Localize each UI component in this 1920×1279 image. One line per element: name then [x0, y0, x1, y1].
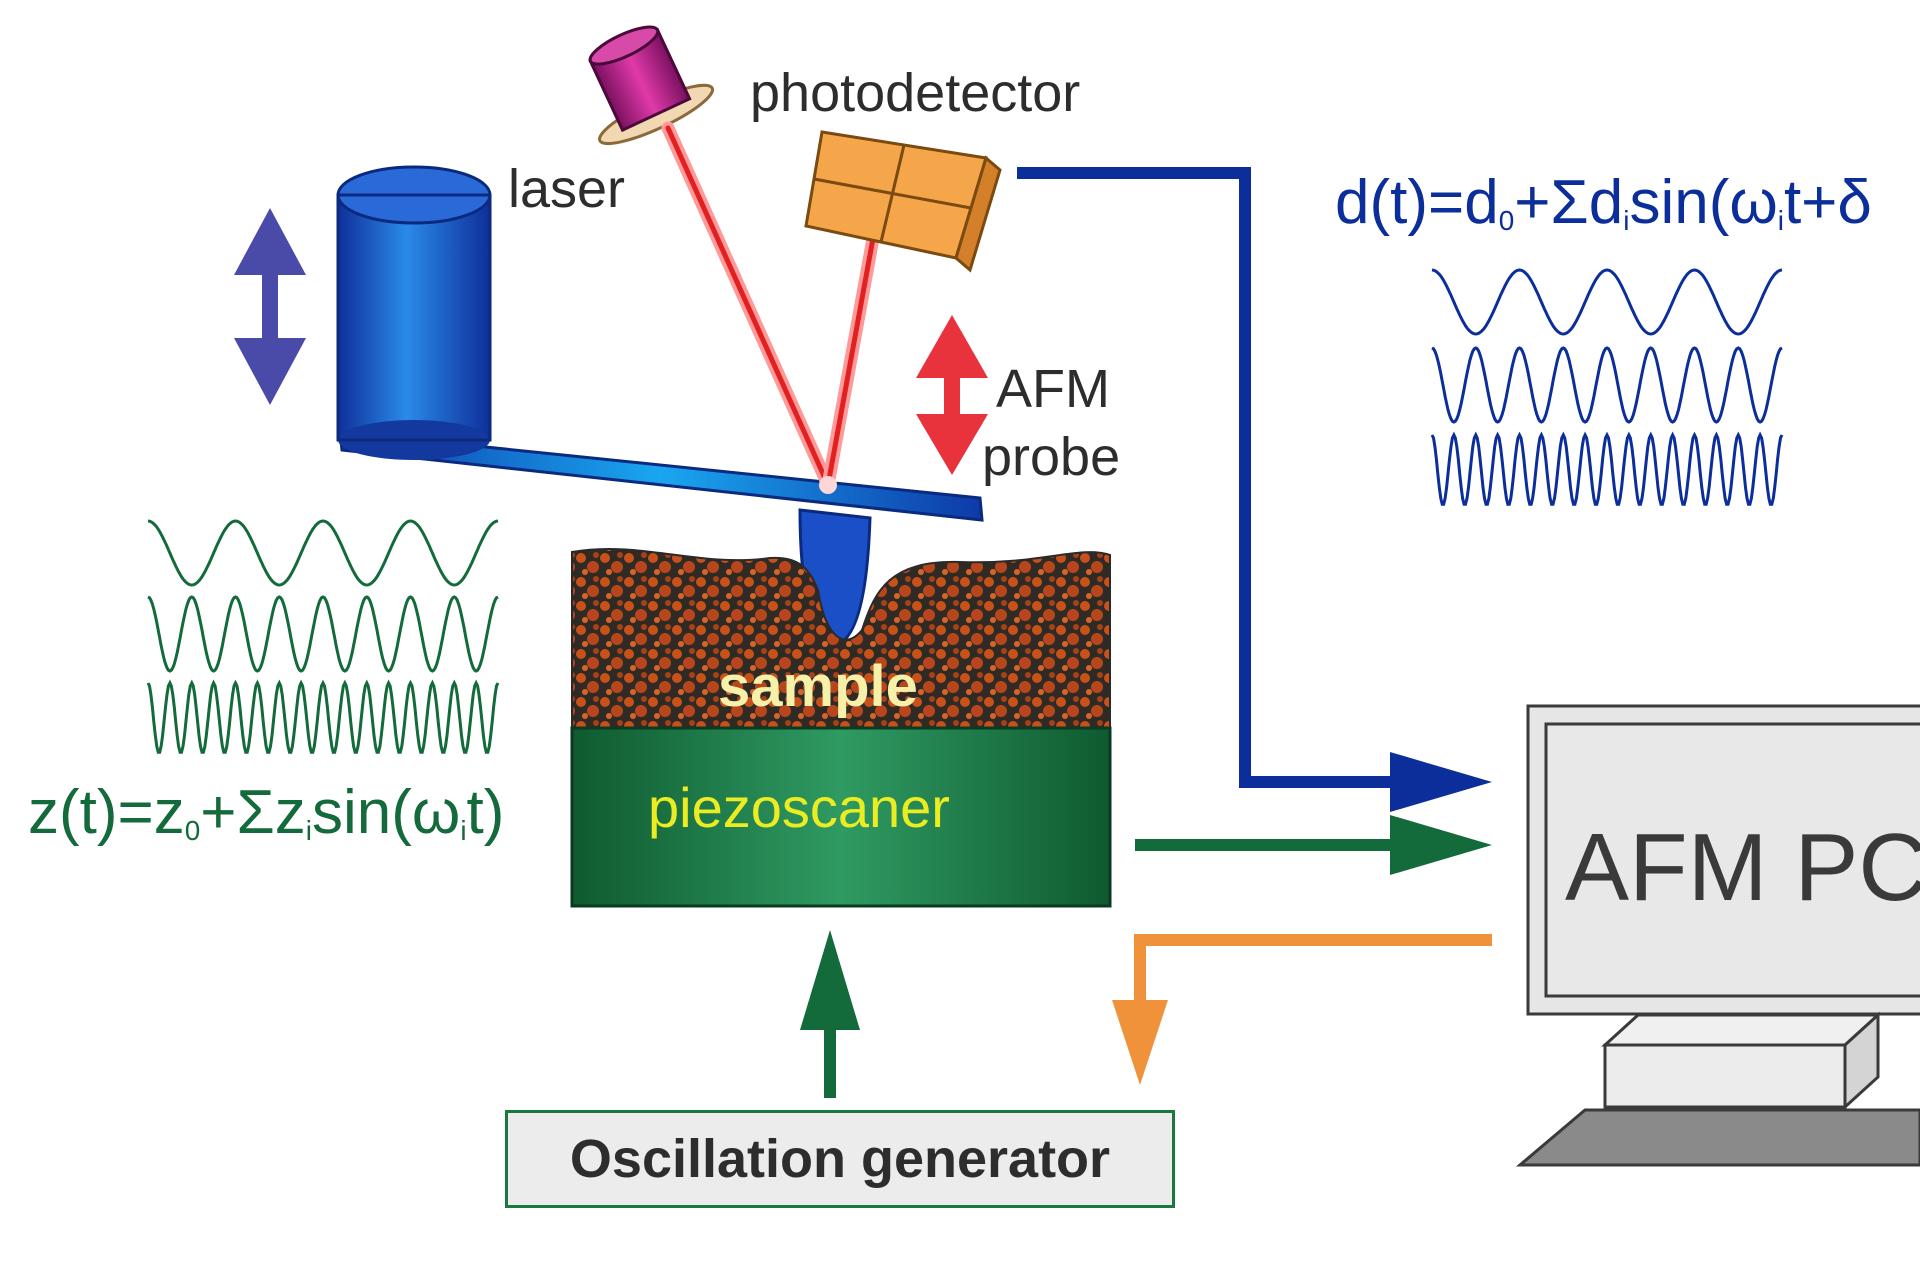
deflection-signal-arrow — [1017, 167, 1492, 812]
height-equation: z(t)=z0+Σzisin(ωit) — [28, 778, 505, 847]
deflection-equation: d(t)=d0+Σdisin(ωit+δ — [1335, 168, 1872, 237]
piezoscanner — [570, 726, 1112, 908]
deflection-oscillation-waves — [1430, 268, 1784, 506]
monitor-icon — [1526, 704, 1920, 1111]
oscillation-generator-box: Oscillation generator — [505, 1110, 1175, 1208]
laser-icon — [588, 25, 715, 146]
drive-signal-arrow — [800, 930, 860, 1098]
oscillation-generator-label: Oscillation generator — [569, 1129, 1111, 1189]
sample — [571, 547, 1111, 729]
photodetector-icon — [804, 130, 1002, 273]
piezoscanner-label: piezoscaner — [648, 776, 950, 839]
laser-beam — [661, 121, 887, 494]
photodetector-label: photodetector — [750, 63, 1081, 123]
scanner-column-icon — [336, 165, 492, 460]
sample-label: sample — [718, 654, 918, 719]
stage-vertical-arrow-icon — [234, 208, 306, 405]
afm-pc-label: AFM PC — [1565, 814, 1920, 921]
height-oscillation-waves — [146, 519, 500, 754]
laser-label: laser — [508, 159, 626, 219]
feedback-signal-arrow — [1112, 934, 1492, 1085]
keyboard-icon — [1515, 1108, 1920, 1167]
afm-probe-label-line2: probe — [982, 427, 1121, 487]
height-signal-arrow — [1135, 815, 1492, 875]
afm-probe-label-line1: AFM — [996, 359, 1110, 419]
probe-vertical-arrow-icon — [916, 315, 988, 475]
